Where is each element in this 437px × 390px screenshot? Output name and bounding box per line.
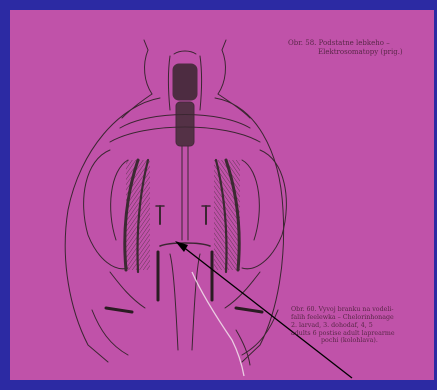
bottom-caption-line: adults 6 postise adult laprearme [291, 330, 429, 338]
bottom-caption: Obr. 60. Vyvoj branku na vodeli- falih f… [291, 306, 429, 345]
bottom-caption-line: 2. larvad, 3. dohodaf, 4, 5 [291, 322, 429, 330]
top-caption: Obr. 58. Podstatne lebkeho – Elektrosoma… [288, 39, 428, 57]
right-lobe [242, 150, 286, 269]
top-caption-line: Elektrosomatopy (prig.) [288, 48, 428, 57]
left-lobe [84, 150, 128, 269]
bottom-caption-line: pochi (kolohlava). [291, 337, 429, 345]
scanned-page: Obr. 58. Podstatne lebkeho – Elektrosoma… [10, 10, 434, 380]
bottom-caption-line: falih feelewka – Chelorinhonage [291, 314, 429, 322]
top-caption-line: Obr. 58. Podstatne lebkeho – [288, 39, 428, 48]
bottom-caption-line: Obr. 60. Vyvoj branku na vodeli- [291, 306, 429, 314]
